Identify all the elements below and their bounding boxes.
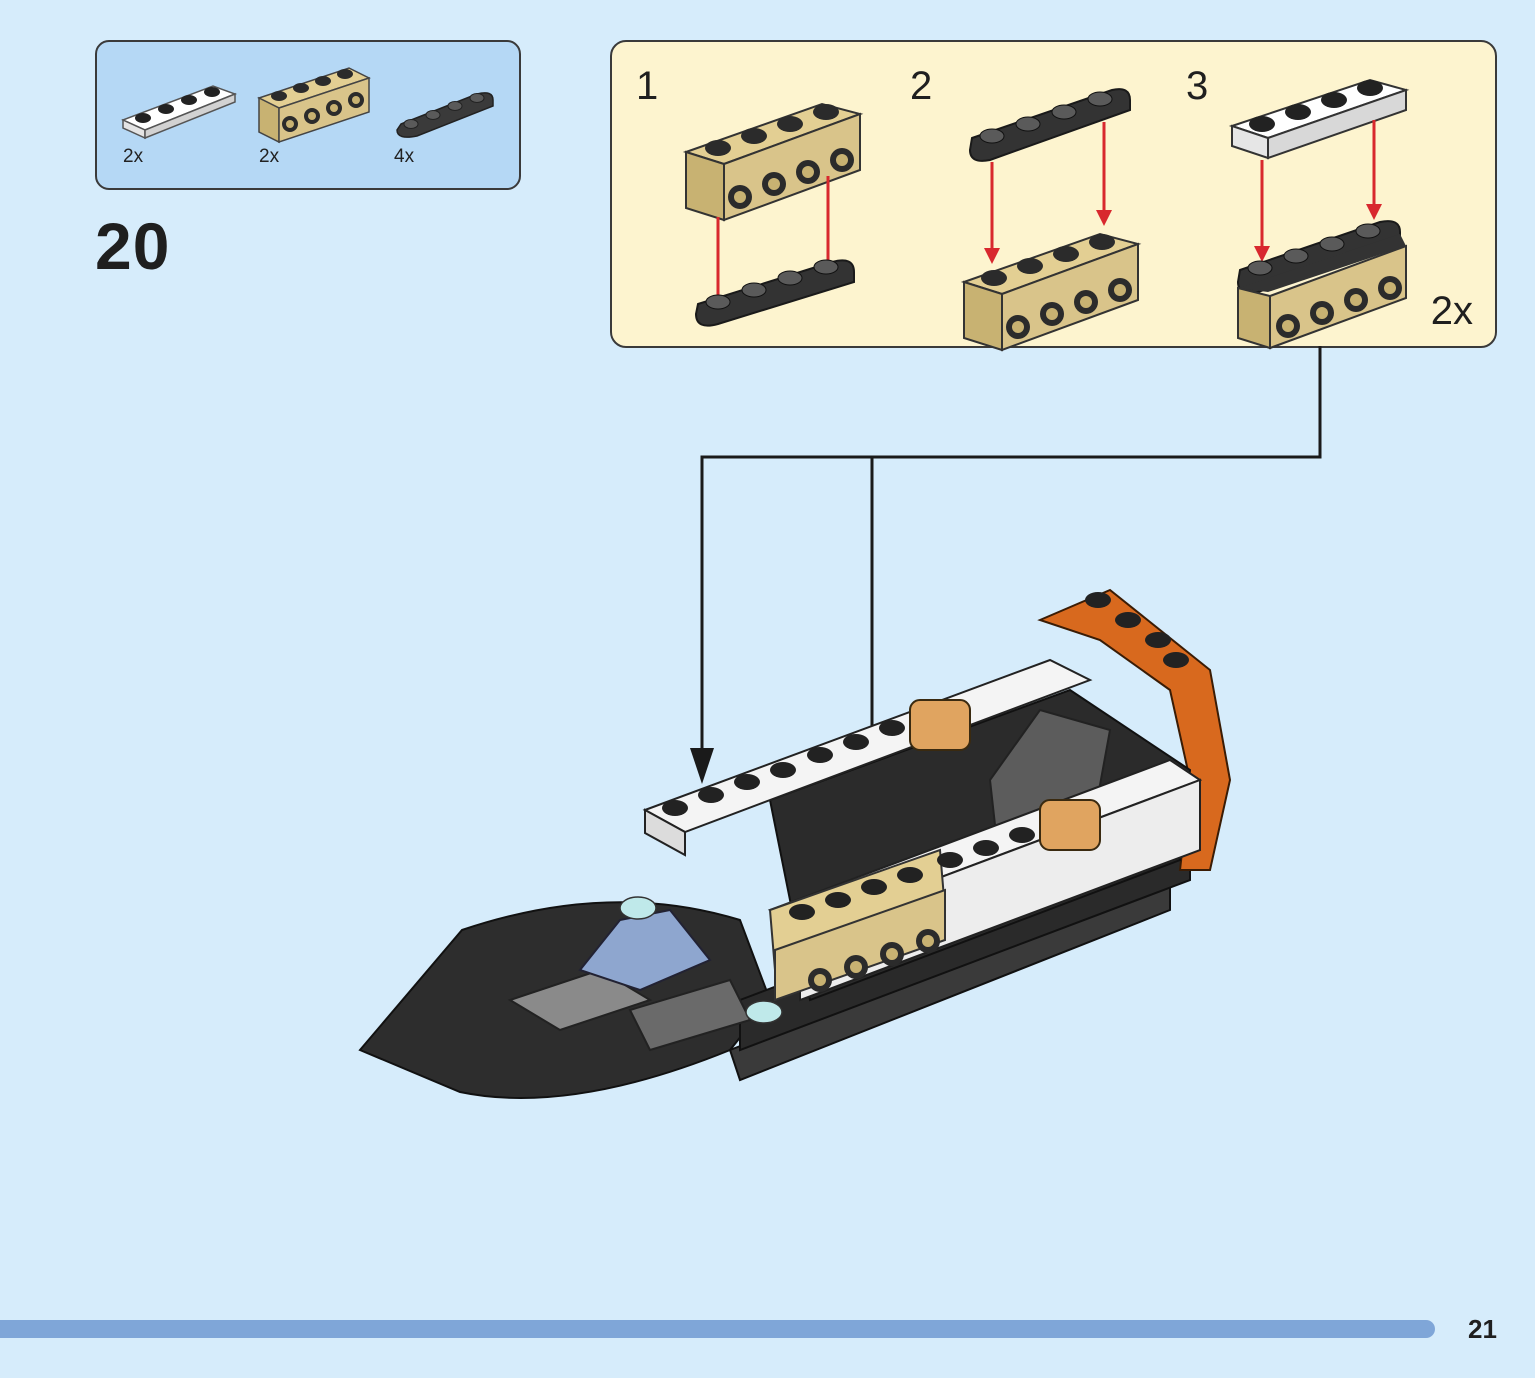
sub-step-2-label: 2 [910,64,933,108]
sub-step-3-illustration [1228,78,1410,350]
black-plate-icon [396,92,494,138]
sub-assembly-box: 1 2 3 2x [610,40,1497,352]
sub-step-1-label: 1 [636,64,659,108]
tan-brick-icon [257,67,371,144]
footer-progress-bar [0,1320,1435,1338]
sub-step-2-illustration [960,88,1142,352]
sub-step-3-label: 3 [1186,64,1209,108]
boat-model-illustration [358,588,1232,1099]
sub-assembly-multiplier: 2x [1430,289,1473,333]
part-count-black: 4x [394,146,415,167]
parts-list-box: 2x 2x 4x [95,40,521,190]
part-count-white: 2x [123,146,144,167]
sub-step-1-illustration [682,102,864,327]
step-number: 20 [95,209,171,283]
page-number: 21 [1468,1314,1497,1344]
part-count-tan: 2x [259,146,280,167]
white-plate-icon [121,85,238,140]
